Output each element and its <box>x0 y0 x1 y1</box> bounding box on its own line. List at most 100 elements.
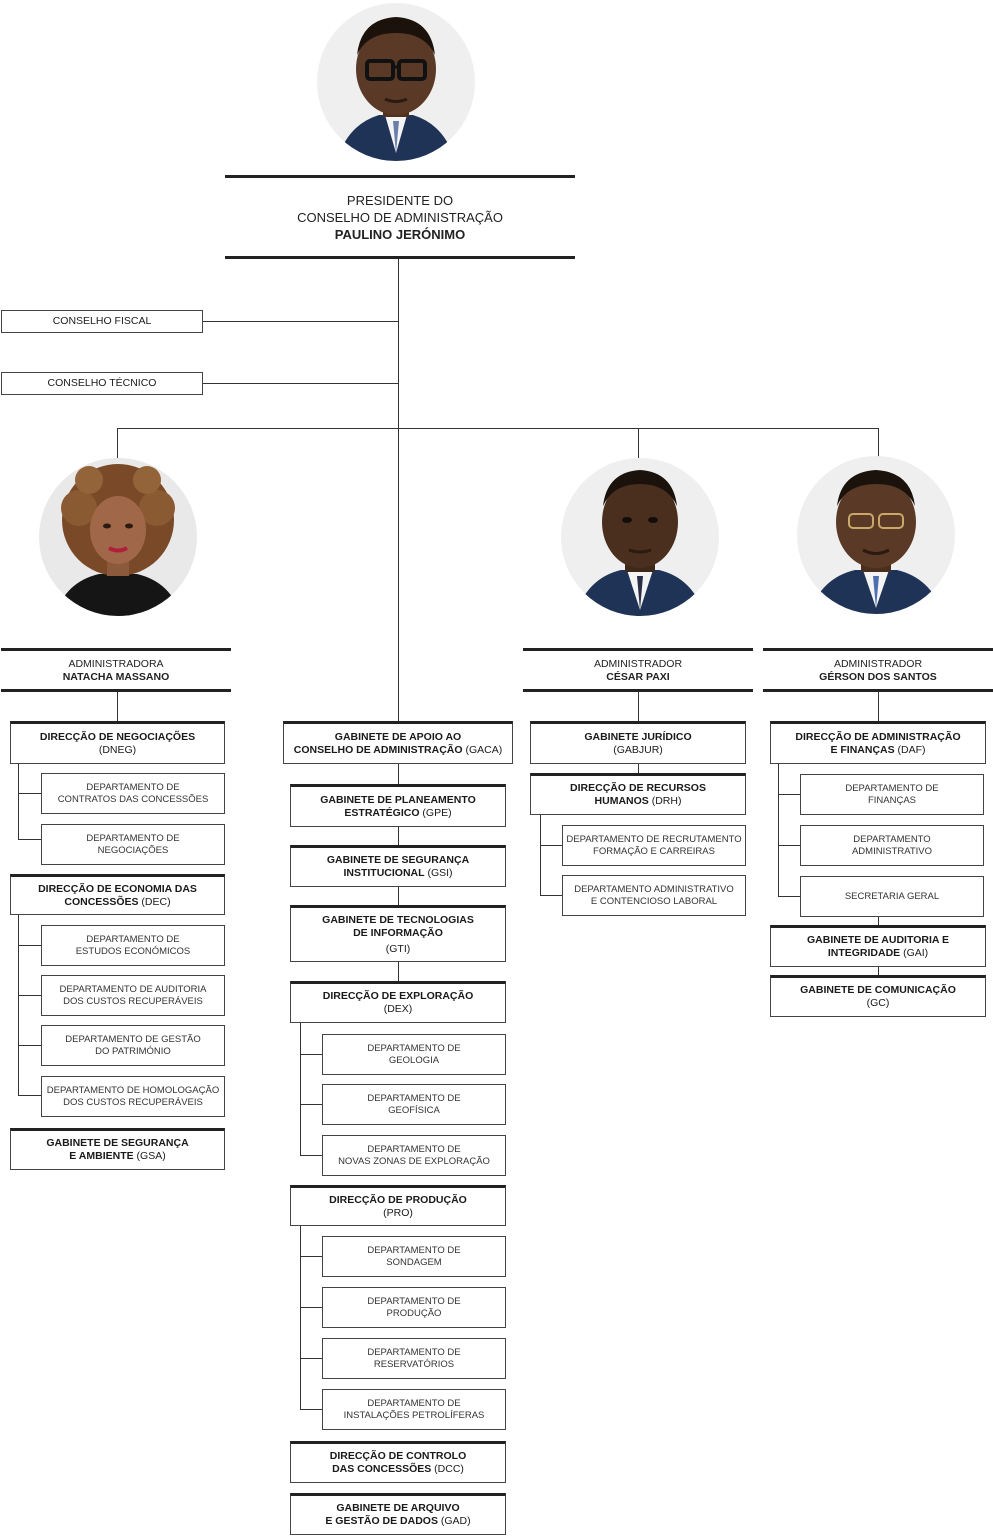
dcc-line1: DIRECÇÃO DE CONTROLO <box>329 1450 467 1462</box>
daf-branch-1 <box>778 794 800 795</box>
admin1-name: NATACHA MASSANO <box>62 671 170 683</box>
box-pro-sub-2: DEPARTAMENTO DE PRODUÇÃO <box>322 1287 506 1328</box>
box-drh-sub-1: DEPARTAMENTO DE RECRUTAMENTO FORMAÇÃO E … <box>562 825 746 866</box>
box-dec-sub-2: DEPARTAMENTO DE AUDITORIA DOS CUSTOS REC… <box>41 975 225 1016</box>
dec-sub-3-line1: DEPARTAMENTO DE GESTÃO <box>65 1033 201 1045</box>
fiscal-connector <box>203 321 398 322</box>
gti-line2: DE INFORMAÇÃO <box>353 926 443 939</box>
admin1-bar-bottom <box>1 689 231 692</box>
admin2-bar-top <box>523 648 753 651</box>
admin-bus-line <box>117 428 879 429</box>
pro-sub-1-line2: SONDAGEM <box>386 1256 442 1268</box>
admin-photo-cesar <box>561 458 719 616</box>
daf-sub-1-line1: DEPARTAMENTO DE <box>845 782 939 794</box>
dec-sub-4-line1: DEPARTAMENTO DE HOMOLOGAÇÃO <box>46 1084 220 1096</box>
gai-line1: GABINETE DE AUDITORIA E <box>807 934 949 946</box>
tecnico-connector <box>203 383 398 384</box>
conselho-tecnico-box: CONSELHO TÉCNICO <box>1 372 203 395</box>
president-photo <box>317 3 475 161</box>
dec-line2-code: (DEC) <box>138 895 171 908</box>
dneg-sub-2-line2: NEGOCIAÇÕES <box>97 844 169 856</box>
dex-branch-3 <box>300 1155 322 1156</box>
admin3-role: ADMINISTRADOR <box>833 658 923 670</box>
admin2-name: CÉSAR PAXI <box>606 671 670 683</box>
gai-line2-bold: INTEGRIDADE <box>827 947 901 959</box>
box-daf-sub-3: SECRETARIA GERAL <box>800 876 984 917</box>
gabjur-line1: GABINETE JURÍDICO <box>584 730 692 743</box>
box-dneg-sub-2: DEPARTAMENTO DE NEGOCIAÇÕES <box>41 824 225 865</box>
box-dex: DIRECÇÃO DE EXPLORAÇÃO (DEX) <box>290 981 506 1023</box>
drh-sub-1-line2: FORMAÇÃO E CARREIRAS <box>593 845 715 857</box>
pro-sub-2-line1: DEPARTAMENTO DE <box>367 1295 461 1307</box>
box-gpe: GABINETE DE PLANEAMENTO ESTRATÉGICO (GPE… <box>290 784 506 827</box>
col2-spine-1 <box>398 764 399 784</box>
admin1-label: ADMINISTRADORA NATACHA MASSANO <box>1 658 231 684</box>
dneg-sub-1-line1: DEPARTAMENTO DE <box>86 781 180 793</box>
pro-sub-3-line1: DEPARTAMENTO DE <box>367 1346 461 1358</box>
president-title-2: CONSELHO DE ADMINISTRAÇÃO <box>297 210 503 225</box>
box-gaca: GABINETE DE APOIO AO CONSELHO DE ADMINIS… <box>283 721 513 764</box>
conselho-fiscal-box: CONSELHO FISCAL <box>1 310 203 333</box>
drh-line1: DIRECÇÃO DE RECURSOS <box>570 782 706 794</box>
president-name: PAULINO JERÓNIMO <box>334 227 466 242</box>
admin3-name: GÉRSON DOS SANTOS <box>819 671 937 683</box>
gpe-line2-code: (GPE) <box>419 806 452 819</box>
drh-sub-2-line2: E CONTENCIOSO LABORAL <box>590 895 718 907</box>
admin2-connector <box>638 692 639 721</box>
pro-sub-4-line1: DEPARTAMENTO DE <box>367 1397 461 1409</box>
president-bar-bottom <box>225 256 575 259</box>
gsa-line2-code: (GSA) <box>133 1150 166 1162</box>
dneg-line2: (DNEG) <box>98 743 137 756</box>
person-icon <box>39 458 197 616</box>
dcc-line2-bold: DAS CONCESSÕES <box>332 1463 432 1475</box>
dex-sub-1-line2: GEOLOGIA <box>388 1054 440 1066</box>
col2-spine-4 <box>398 962 399 981</box>
admin2-drop <box>638 428 639 458</box>
pro-branch-3 <box>300 1358 322 1359</box>
gc-line1: GABINETE DE COMUNICAÇÃO <box>800 984 956 996</box>
dex-line2: (DEX) <box>383 1003 413 1015</box>
box-gc: GABINETE DE COMUNICAÇÃO (GC) <box>770 975 986 1017</box>
dex-line1: DIRECÇÃO DE EXPLORAÇÃO <box>322 990 474 1002</box>
box-drh-sub-2: DEPARTAMENTO ADMINISTRATIVO E CONTENCIOS… <box>562 875 746 916</box>
box-daf-sub-2: DEPARTAMENTO ADMINISTRATIVO <box>800 825 984 866</box>
daf-sub-2-line1: DEPARTAMENTO <box>853 833 931 845</box>
admin1-role: ADMINISTRADORA <box>68 658 164 670</box>
dex-sub-3-line1: DEPARTAMENTO DE <box>367 1143 461 1155</box>
pro-sub-4-line2: INSTALAÇÕES PETROLÍFERAS <box>343 1409 485 1421</box>
dneg-tree-line <box>18 764 19 839</box>
dcc-line2-code: (DCC) <box>431 1463 464 1475</box>
box-pro-sub-1: DEPARTAMENTO DE SONDAGEM <box>322 1236 506 1277</box>
pro-sub-3-line2: RESERVATÓRIOS <box>373 1358 455 1370</box>
pro-line1: DIRECÇÃO DE PRODUÇÃO <box>329 1193 467 1206</box>
admin1-connector <box>117 692 118 721</box>
box-dex-sub-1: DEPARTAMENTO DE GEOLOGIA <box>322 1034 506 1075</box>
dex-sub-2-line2: GEOFÍSICA <box>388 1104 440 1116</box>
dex-sub-1-line1: DEPARTAMENTO DE <box>367 1042 461 1054</box>
admin2-role: ADMINISTRADOR <box>593 658 683 670</box>
dec-line1: DIRECÇÃO DE ECONOMIA DAS <box>38 882 197 895</box>
dec-sub-4-line2: DOS CUSTOS RECUPERÁVEIS <box>63 1096 203 1108</box>
daf-branch-2 <box>778 845 800 846</box>
dec-line2-bold: CONCESSÕES <box>64 895 139 908</box>
col3-spine <box>638 764 639 773</box>
dec-sub-1-line1: DEPARTAMENTO DE <box>86 933 180 945</box>
gad-line1: GABINETE DE ARQUIVO <box>336 1502 460 1514</box>
box-gai: GABINETE DE AUDITORIA E INTEGRIDADE (GAI… <box>770 925 986 967</box>
pro-branch-4 <box>300 1409 322 1410</box>
admin3-bar-bottom <box>763 689 993 692</box>
box-dec-sub-1: DEPARTAMENTO DE ESTUDOS ECONÓMICOS <box>41 925 225 966</box>
admin-photo-gerson <box>797 456 955 614</box>
pro-sub-1-line1: DEPARTAMENTO DE <box>367 1244 461 1256</box>
dex-branch-2 <box>300 1104 322 1105</box>
admin3-connector <box>878 692 879 721</box>
gpe-line1: GABINETE DE PLANEAMENTO <box>320 793 476 806</box>
daf-tree-line <box>778 764 779 896</box>
daf-sub-1-line2: FINANÇAS <box>867 794 917 806</box>
president-bar-top <box>225 175 575 178</box>
box-dex-sub-2: DEPARTAMENTO DE GEOFÍSICA <box>322 1084 506 1125</box>
daf-branch-3 <box>778 896 800 897</box>
col4-spine <box>878 917 879 925</box>
daf-line2-code: (DAF) <box>894 743 926 756</box>
dex-branch-1 <box>300 1054 322 1055</box>
